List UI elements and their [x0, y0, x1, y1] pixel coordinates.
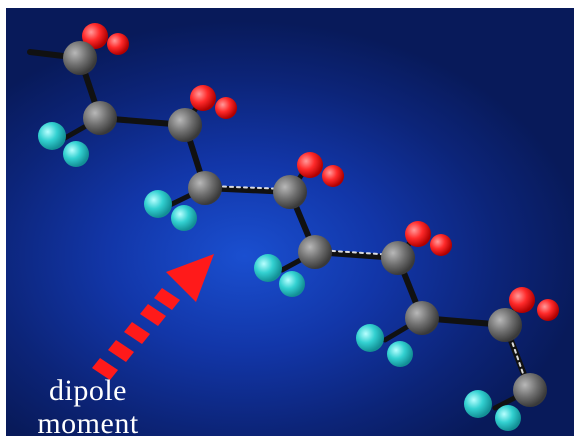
label-moment: moment — [37, 407, 139, 436]
dipole-arrow-icon — [92, 254, 214, 380]
label-dipole: dipole — [49, 374, 127, 407]
side-bonds — [62, 35, 533, 411]
carbon-atoms — [63, 41, 547, 407]
oxygen-atoms — [82, 23, 559, 321]
bond-highlights — [208, 185, 528, 386]
fluorine-atoms — [38, 122, 521, 431]
